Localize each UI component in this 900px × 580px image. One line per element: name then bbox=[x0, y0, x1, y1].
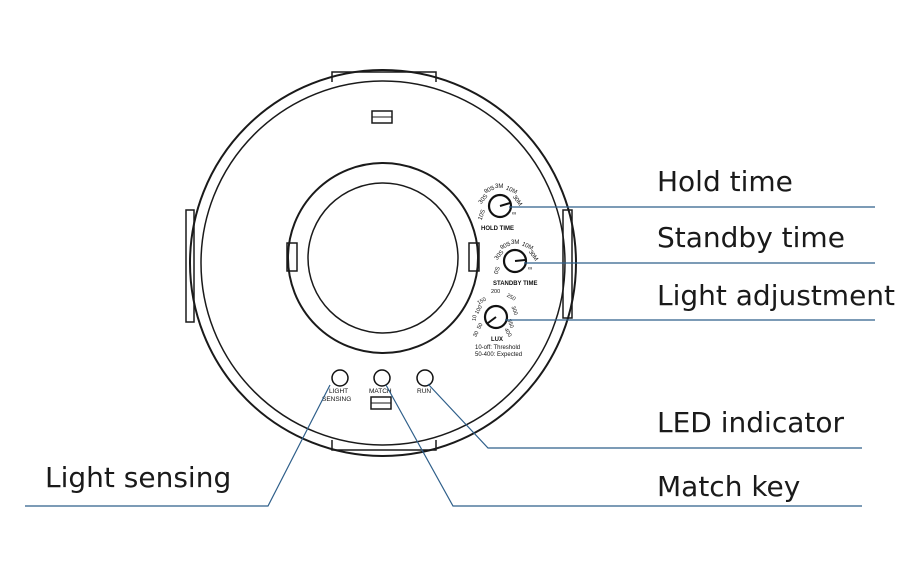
hold-mark: 30M bbox=[511, 194, 523, 207]
lens-inner bbox=[307, 182, 459, 334]
callout-light-sensing: Light sensing bbox=[45, 461, 232, 494]
match-key-leader bbox=[385, 384, 862, 507]
led-indicator-leader bbox=[427, 383, 862, 449]
hold-mark: 10M bbox=[505, 185, 518, 195]
lux-mark: 200 bbox=[491, 289, 500, 295]
callout-led-indicator: LED indicator bbox=[657, 406, 845, 439]
hold-mark: 3M bbox=[495, 184, 503, 190]
lux-mark: 300 bbox=[510, 305, 519, 316]
lux-dial[interactable]: 30 50 10 100 150 200 250 300 350 400 LUX… bbox=[472, 289, 523, 358]
run-led bbox=[416, 369, 434, 387]
light-sensing-leader bbox=[25, 384, 331, 507]
run-label: RUN bbox=[417, 388, 431, 395]
hold-mark: 90S bbox=[484, 185, 496, 195]
lens-outer bbox=[287, 162, 479, 354]
standby-mark: ∞ bbox=[528, 266, 532, 272]
lux-mark: 50 bbox=[476, 322, 484, 330]
lux-mark: 10 bbox=[472, 315, 479, 322]
standby-mark: 0S bbox=[494, 266, 502, 275]
lux-mark: 150 bbox=[477, 297, 488, 307]
buttons-row: LIGHT SENSING MATCH RUN bbox=[322, 369, 434, 403]
match-button[interactable] bbox=[373, 369, 391, 387]
standby-mark: 30S bbox=[494, 250, 505, 262]
lux-mark: 400 bbox=[503, 327, 513, 338]
light-sensing-sensor bbox=[331, 369, 349, 387]
standby-mark: 30M bbox=[527, 249, 539, 262]
match-label: MATCH bbox=[369, 388, 392, 395]
hold-mark: 30S bbox=[478, 194, 489, 206]
hold-time-dial[interactable]: 10S 30S 90S 3M 10M 30M ∞ HOLD TIME bbox=[478, 184, 523, 232]
hold-mark: 10S bbox=[478, 209, 487, 221]
lux-note-expected: 50-400: Expected bbox=[475, 352, 522, 358]
lux-note-threshold: 10-off: Threshold bbox=[475, 345, 520, 351]
callout-match-key: Match key bbox=[657, 470, 801, 503]
hold-mark: ∞ bbox=[512, 211, 516, 217]
lux-mark: 30 bbox=[472, 330, 480, 338]
lux-mark: 100 bbox=[474, 305, 484, 316]
leader-lines bbox=[25, 206, 875, 507]
callout-light-adjustment: Light adjustment bbox=[657, 279, 896, 312]
standby-mark: 10M bbox=[521, 241, 534, 251]
standby-time-dial[interactable]: 0S 30S 90S 3M 10M 30M ∞ STANDBY TIME bbox=[493, 240, 539, 287]
light-sensing-label-line2: SENSING bbox=[322, 396, 351, 403]
lux-mark: 350 bbox=[506, 318, 515, 329]
standby-mark: 3M bbox=[511, 240, 519, 246]
callout-standby-time: Standby time bbox=[657, 221, 845, 254]
light-sensing-label-line1: LIGHT bbox=[329, 388, 348, 395]
standby-mark: 90S bbox=[500, 241, 512, 251]
lux-title: LUX bbox=[491, 337, 503, 343]
standby-time-title: STANDBY TIME bbox=[493, 281, 537, 287]
hold-time-title: HOLD TIME bbox=[481, 226, 514, 232]
lux-mark: 250 bbox=[505, 293, 516, 303]
callout-hold-time: Hold time bbox=[657, 165, 793, 198]
